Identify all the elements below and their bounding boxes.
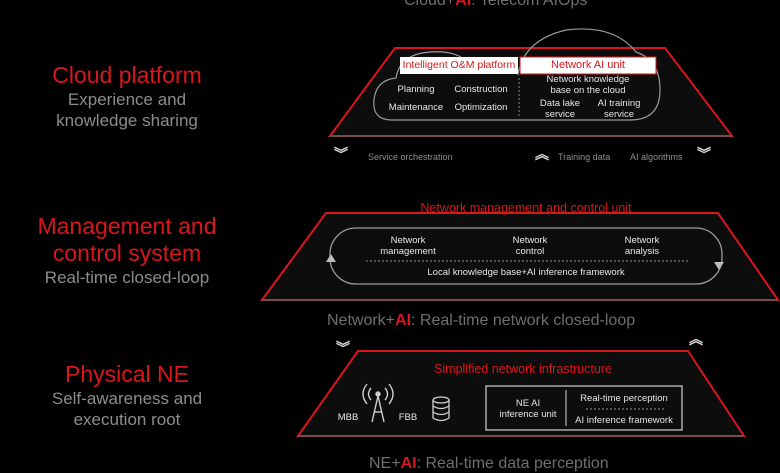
- ai-item-training-2: service: [603, 109, 635, 120]
- mgmt-item-analysis-line1: Network: [624, 235, 660, 246]
- realtime-perception-label: Real-time perception: [580, 393, 668, 404]
- ai-item-data-lake-2: service: [544, 109, 576, 120]
- cloud-layer-subtitle-1: Experience and: [67, 90, 187, 109]
- mgmt-item-control: Network control: [492, 235, 568, 257]
- mgmt-item-analysis-line2: analysis: [624, 246, 660, 257]
- chevron-down-icon: ︾: [334, 146, 348, 162]
- service-orchestration-label: Service orchestration: [368, 152, 453, 162]
- ai-algorithms-label: AI algorithms: [630, 152, 683, 162]
- om-platform-label: Intelligent O&M platform: [402, 59, 516, 71]
- database-icon: [432, 396, 450, 422]
- top-banner: Cloud+AI: Telecom AIOps: [404, 0, 587, 10]
- ai-item-data-lake-1: Data lake: [539, 98, 581, 109]
- chevron-up-icon: ︽: [689, 331, 703, 347]
- bottom-banner: NE+AI: Real-time data perception: [369, 455, 609, 473]
- mgmt-item-management-line1: Network: [390, 235, 426, 246]
- middle-banner: Network+AI: Real-time network closed-loo…: [327, 312, 635, 330]
- cloud-layer-title: Cloud platform: [52, 62, 202, 88]
- management-layer-subtitle: Real-time closed-loop: [44, 268, 210, 287]
- loop-arrow-icon: [714, 262, 724, 270]
- management-layer-label: Management and control system Real-time …: [0, 213, 254, 288]
- management-framework-label: Local knowledge base+AI inference framew…: [427, 267, 625, 278]
- om-platform-label-bg: [400, 57, 518, 74]
- management-box-title: Network management and control unit: [420, 201, 632, 215]
- antenna-tower-icon: [362, 383, 394, 423]
- inference-unit-line1: NE AI: [515, 398, 541, 409]
- bottom-banner-ai: AI: [400, 455, 417, 472]
- management-layer-title-1: Management and: [37, 213, 217, 239]
- physical-layer-label: Physical NE Self-awareness and execution…: [0, 361, 254, 430]
- physical-layer-subtitle-1: Self-awareness and: [51, 389, 203, 408]
- top-banner-prefix: Cloud+: [404, 0, 456, 9]
- fbb-label: FBB: [398, 412, 418, 423]
- om-item-construction: Construction: [454, 84, 508, 95]
- chevron-down-icon: ︾: [336, 340, 350, 356]
- ai-item-training-1: AI training: [597, 98, 641, 109]
- ai-unit-label: Network AI unit: [551, 59, 625, 71]
- physical-layer-title: Physical NE: [65, 361, 189, 387]
- middle-banner-suffix: : Real-time network closed-loop: [411, 312, 636, 329]
- bottom-banner-suffix: : Real-time data perception: [416, 455, 609, 472]
- inference-unit-line2: inference unit: [499, 409, 557, 420]
- mgmt-item-management: Network management: [370, 235, 446, 257]
- top-banner-ai: AI: [455, 0, 472, 9]
- physical-box-title: Simplified network infrastructure: [434, 362, 612, 376]
- cloud-layer-subtitle-2: knowledge sharing: [56, 111, 198, 130]
- management-layer-title-2: control system: [52, 240, 202, 266]
- middle-banner-ai: AI: [395, 312, 412, 329]
- mbb-label: MBB: [337, 412, 359, 423]
- ai-inference-framework-label: AI inference framework: [575, 415, 673, 426]
- inference-unit-box: [485, 385, 683, 431]
- bottom-banner-prefix: NE+: [369, 455, 401, 472]
- om-item-planning: Planning: [397, 84, 435, 95]
- mgmt-item-analysis: Network analysis: [604, 235, 680, 257]
- cloud-layer-label: Cloud platform Experience and knowledge …: [0, 62, 254, 131]
- top-banner-suffix: : Telecom AIOps: [471, 0, 588, 9]
- chevron-up-icon: ︽: [535, 146, 549, 162]
- mgmt-item-control-line2: control: [515, 246, 545, 257]
- om-item-maintenance: Maintenance: [388, 102, 444, 113]
- loop-arrow-icon-left: [326, 254, 336, 262]
- ai-item-knowledge-1: Network knowledge: [546, 74, 630, 85]
- physical-layer-subtitle-2: execution root: [73, 410, 181, 429]
- om-item-optimization: Optimization: [454, 102, 508, 113]
- ai-item-knowledge-2: base on the cloud: [550, 85, 626, 96]
- ai-unit-label-bg: [519, 56, 657, 75]
- mgmt-item-management-line2: management: [380, 246, 436, 257]
- middle-banner-prefix: Network+: [327, 312, 396, 329]
- chevron-down-icon: ︾: [697, 146, 711, 162]
- mgmt-item-control-line1: Network: [512, 235, 548, 246]
- training-data-label: Training data: [558, 152, 611, 162]
